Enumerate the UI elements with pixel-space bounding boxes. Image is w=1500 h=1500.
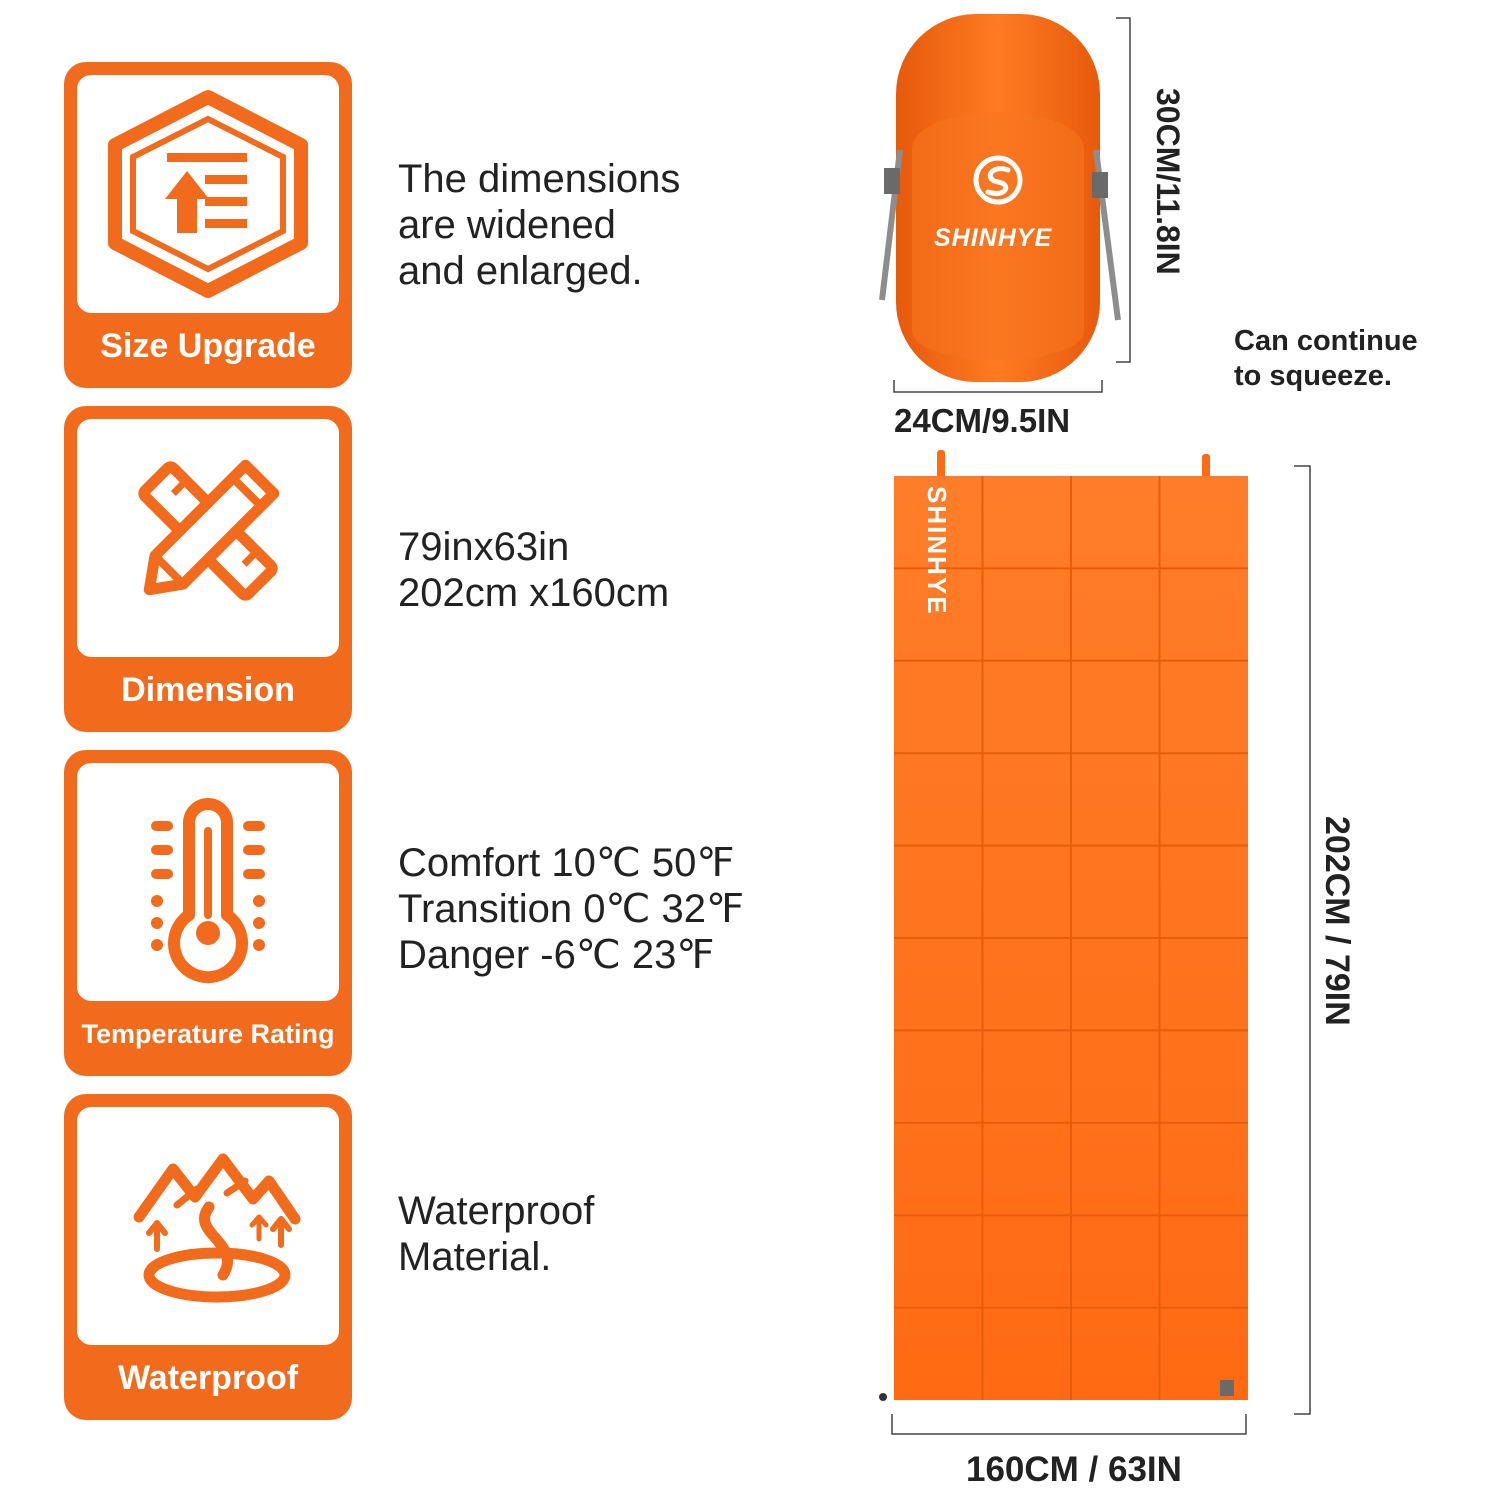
feature-card-dimension: Dimension — [64, 406, 352, 732]
feature-card-temperature: Temperature Rating — [64, 750, 352, 1076]
thermometer-icon — [151, 798, 265, 984]
feature-label: Dimension — [121, 671, 295, 709]
feature-icon-panel — [77, 1107, 339, 1345]
description-line: Comfort 10℃ 50℉ — [398, 841, 735, 885]
quilt-dimension-lines — [891, 465, 1311, 1435]
feature-icon-panel — [77, 763, 339, 1001]
feature-label: Size Upgrade — [100, 327, 316, 365]
sack-width-label: 24CM/9.5IN — [894, 402, 1071, 439]
description-line: and enlarged. — [398, 249, 643, 293]
quilt-blanket — [879, 450, 1248, 1401]
ruler-pencil-icon — [138, 459, 280, 601]
quilt-width-label: 160CM / 63IN — [966, 1450, 1182, 1489]
description-line: Danger -6℃ 23℉ — [398, 933, 715, 977]
feature-description-waterproof: Waterproof Material. — [398, 1188, 594, 1280]
quilt-length-label: 202CM / 79IN — [1318, 816, 1356, 1026]
feature-icon-panel — [77, 75, 339, 313]
feature-icon-panel — [77, 419, 339, 657]
description-line: 79inx63in — [398, 525, 570, 569]
feature-label: Waterproof — [117, 1359, 299, 1397]
note-line: Can continue — [1234, 325, 1418, 357]
feature-description-dimension: 79inx63in 202cm x160cm — [398, 524, 669, 616]
description-line: The dimensions — [398, 157, 681, 201]
quilt-stitch-grid — [894, 476, 1248, 1400]
compression-sack — [879, 14, 1121, 382]
description-line: Material. — [398, 1235, 552, 1279]
note-line: to squeeze. — [1234, 360, 1392, 392]
sack-height-label: 30CM/11.8IN — [1150, 88, 1186, 275]
description-line: Transition 0℃ 32℉ — [398, 887, 745, 931]
quilt-brand-label: SHINHYE — [922, 486, 952, 616]
description-line: 202cm x160cm — [398, 571, 670, 615]
feature-card-size-upgrade: Size Upgrade — [64, 62, 352, 388]
feature-description-temperature: Comfort 10℃ 50℉ Transition 0℃ 32℉ Danger… — [398, 840, 744, 978]
mountain-river-icon — [133, 1153, 301, 1303]
brand-logo-icon — [973, 155, 1023, 205]
feature-label: Temperature Rating — [81, 1019, 335, 1049]
description-line: Waterproof — [398, 1189, 595, 1233]
feature-description-size: The dimensions are widened and enlarged. — [398, 156, 680, 294]
size-upgrade-icon — [108, 90, 308, 298]
compression-note: Can continue to squeeze. — [1234, 324, 1418, 394]
feature-card-waterproof: Waterproof — [64, 1094, 352, 1420]
description-line: are widened — [398, 203, 616, 247]
sack-dimension-lines — [893, 17, 1131, 393]
sack-brand-label: SHINHYE — [934, 224, 1053, 252]
